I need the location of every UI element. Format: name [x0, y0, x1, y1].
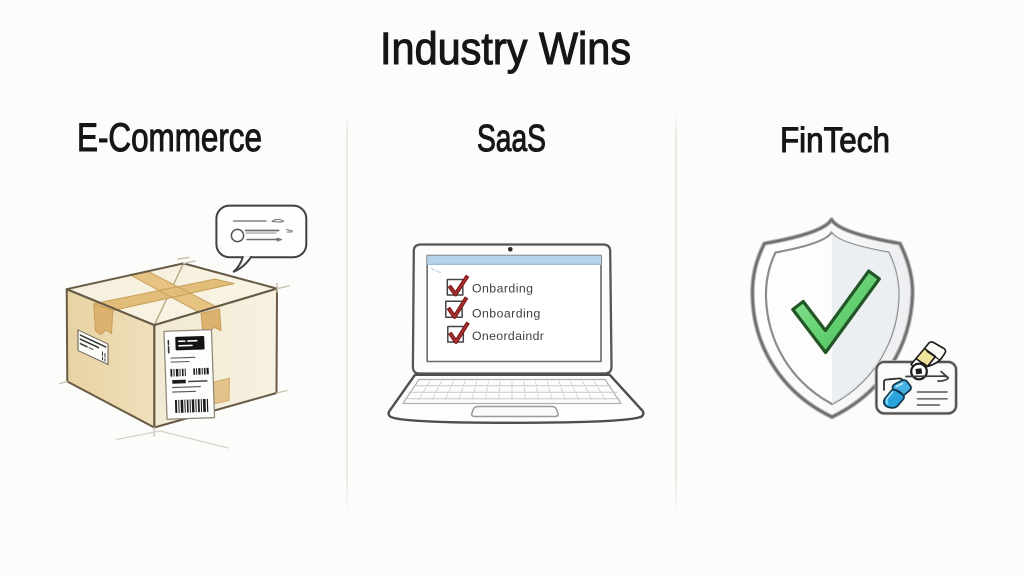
svg-text:Onbarding: Onbarding	[472, 282, 533, 296]
svg-text:Oneordaindr: Oneordaindr	[472, 329, 544, 343]
svg-text:Onboarding: Onboarding	[472, 307, 541, 321]
